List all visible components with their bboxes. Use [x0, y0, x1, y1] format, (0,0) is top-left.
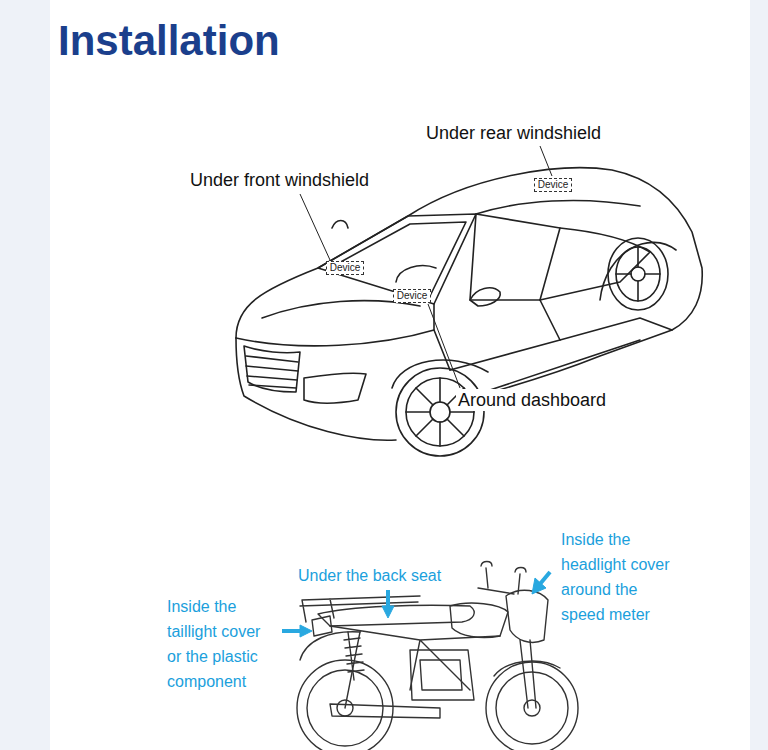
device-label: Device	[330, 262, 361, 274]
motorcycle-drawing	[297, 562, 578, 750]
moto-location-label: Inside the headlight cover around the sp…	[561, 527, 676, 627]
device-box: Device	[534, 178, 573, 192]
moto-location-label: Inside the taillight cover or the plasti…	[167, 594, 272, 694]
device-label: Device	[397, 290, 428, 302]
device-label: Device	[538, 179, 569, 191]
car-location-label: Under rear windshield	[424, 122, 603, 144]
car-location-label: Around dashboard	[456, 389, 608, 411]
car-location-label: Under front windshield	[188, 169, 371, 191]
car-drawing	[236, 168, 702, 456]
moto-location-label: Under the back seat	[298, 563, 441, 588]
device-box: Device	[326, 261, 365, 275]
side-margin	[750, 0, 768, 750]
device-box: Device	[393, 289, 432, 303]
page-title: Installation	[58, 16, 280, 66]
side-margin	[0, 0, 50, 750]
